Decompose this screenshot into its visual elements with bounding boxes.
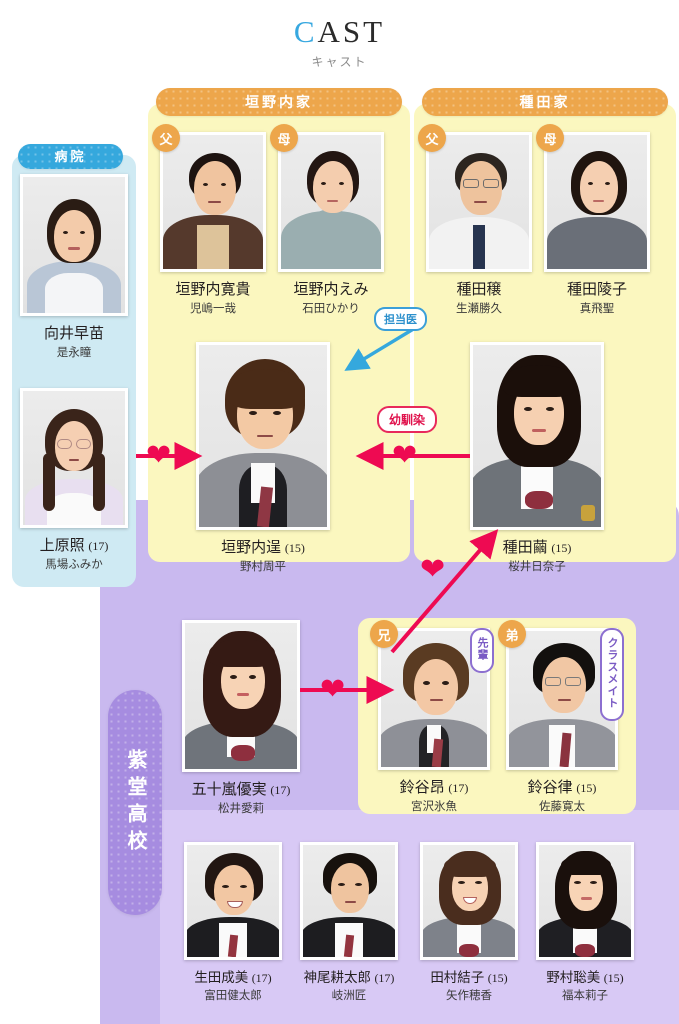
actor-name: 矢作穂香	[446, 990, 492, 1002]
actor-name: 桜井日奈子	[508, 561, 566, 573]
character-card-kakinouchi-susumu[interactable]: 垣野内逞 (15) 野村周平	[196, 342, 330, 574]
character-name: 神尾耕太郎 (17)	[303, 970, 395, 985]
character-card-taneda-mayu[interactable]: 種田繭 (15) 桜井日奈子	[470, 342, 604, 574]
portrait-taneda-mayu	[470, 342, 604, 530]
role-badge-mother: 母	[270, 124, 298, 152]
character-name: 鈴谷昂 (17)	[399, 780, 469, 796]
tag-childhood-friends: 幼馴染	[377, 406, 438, 433]
character-card-kakinouchi-father[interactable]: 父 垣野内寛貴 児嶋一哉	[152, 124, 266, 316]
actor-name: 野村周平	[240, 561, 286, 573]
character-name: 垣野内寛貴	[175, 282, 251, 298]
actor-name: 生瀬勝久	[456, 303, 502, 315]
title-text: CAST	[293, 14, 386, 49]
role-badge-father: 父	[418, 124, 446, 152]
title-rest: AST	[317, 14, 386, 49]
tag-senior: 先輩	[470, 628, 494, 673]
character-name: 種田陵子	[566, 282, 627, 298]
character-name: 垣野内えみ	[293, 282, 369, 298]
actor-name: 富田健太郎	[204, 990, 262, 1002]
character-name: 上原照 (17)	[39, 538, 109, 554]
role-badge-mother: 母	[536, 124, 564, 152]
portrait-taneda-mother	[544, 132, 650, 272]
portrait-tamura-yuko	[420, 842, 518, 960]
heart-icon-yumi-ko: ❤	[320, 673, 346, 706]
character-card-nomura-satomi[interactable]: 野村聡美 (15) 福本莉子	[536, 842, 634, 1003]
actor-name: 佐藤寛太	[539, 801, 585, 813]
tag-attending-doctor: 担当医	[374, 307, 427, 331]
character-card-suzuya-ritsu[interactable]: 弟 鈴谷律 (15) 佐藤寛太	[498, 620, 618, 814]
character-card-kamio-kotaro[interactable]: 神尾耕太郎 (17) 岐洲匠	[300, 842, 398, 1003]
character-name: 向井早苗	[43, 326, 104, 342]
character-card-kakinouchi-mother[interactable]: 母 垣野内えみ 石田ひかり	[270, 124, 384, 316]
character-name: 垣野内逞 (15)	[221, 540, 305, 556]
actor-name: 児嶋一哉	[190, 303, 236, 315]
section-label-taneda: 種田家	[422, 88, 668, 116]
actor-name: 宮沢氷魚	[411, 801, 457, 813]
actor-name: 是永瞳	[56, 347, 92, 359]
character-name: 種田繭 (15)	[502, 540, 572, 556]
character-name: 野村聡美 (15)	[546, 970, 624, 985]
portrait-kamio-kotaro	[300, 842, 398, 960]
actor-name: 馬場ふみか	[45, 559, 103, 571]
portrait-nomura-satomi	[536, 842, 634, 960]
section-label-kakinouchi: 垣野内家	[156, 88, 402, 116]
character-card-mukai-sanae[interactable]: 向井早苗 是永瞳	[20, 174, 128, 360]
role-badge-younger-brother: 弟	[498, 620, 526, 648]
tag-classmate: クラスメイト	[600, 628, 624, 721]
portrait-suzuya-ritsu	[506, 628, 618, 770]
section-label-hospital: 病院	[18, 144, 123, 169]
portrait-ikuta-narumi	[184, 842, 282, 960]
actor-name: 真飛聖	[579, 303, 615, 315]
actor-name: 松井愛莉	[218, 803, 264, 815]
portrait-mukai-sanae	[20, 174, 128, 316]
portrait-kakinouchi-father	[160, 132, 266, 272]
character-card-taneda-father[interactable]: 父 種田穣 生瀬勝久	[418, 124, 532, 316]
actor-name: 福本莉子	[562, 990, 608, 1002]
heart-icon-teru-susumu: ❤	[146, 439, 172, 472]
section-label-school: 紫堂高校	[108, 690, 162, 915]
portrait-igarashi-yumi	[182, 620, 300, 772]
character-name: 種田穣	[456, 282, 502, 298]
portrait-kakinouchi-mother	[278, 132, 384, 272]
character-card-taneda-mother[interactable]: 母 種田陵子 真飛聖	[536, 124, 650, 316]
character-card-tamura-yuko[interactable]: 田村結子 (15) 矢作穂香	[420, 842, 518, 1003]
actor-name: 石田ひかり	[302, 303, 360, 315]
role-badge-father: 父	[152, 124, 180, 152]
portrait-taneda-father	[426, 132, 532, 272]
heart-icon-ko-mayu: ❤	[420, 553, 446, 586]
character-card-ikuta-narumi[interactable]: 生田成美 (17) 富田健太郎	[184, 842, 282, 1003]
actor-name: 岐洲匠	[331, 990, 367, 1002]
character-name: 田村結子 (15)	[430, 970, 508, 985]
portrait-uehara-teru	[20, 388, 128, 528]
character-card-uehara-teru[interactable]: 上原照 (17) 馬場ふみか	[20, 388, 128, 572]
character-name: 生田成美 (17)	[194, 970, 272, 985]
section-label-school-text: 紫堂高校	[124, 748, 146, 857]
portrait-kakinouchi-susumu	[196, 342, 330, 530]
title-subtitle: キャスト	[311, 55, 368, 69]
character-card-igarashi-yumi[interactable]: 五十嵐優実 (17) 松井愛莉	[182, 620, 300, 816]
character-name: 五十嵐優実 (17)	[191, 782, 291, 798]
role-badge-older-brother: 兄	[370, 620, 398, 648]
page-title: CAST キャスト	[0, 0, 679, 70]
character-name: 鈴谷律 (15)	[527, 780, 597, 796]
heart-icon-mayu-susumu: ❤	[392, 439, 418, 472]
